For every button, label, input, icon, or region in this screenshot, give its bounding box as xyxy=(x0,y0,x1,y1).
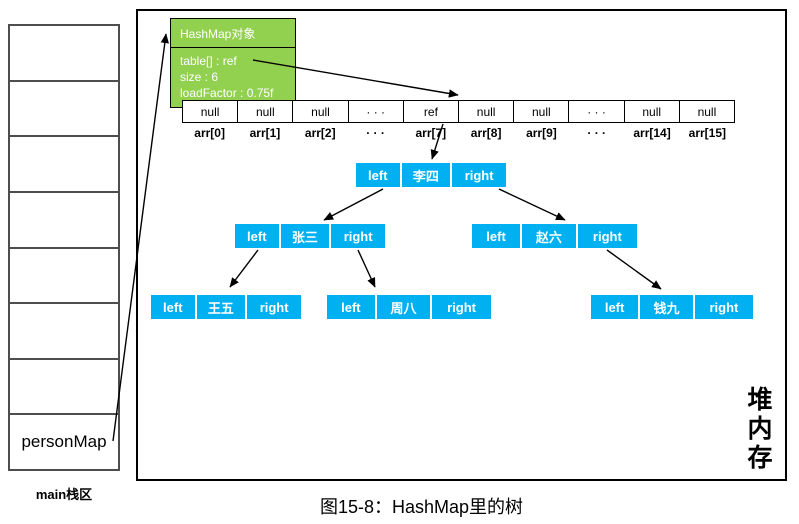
main-stack: personMap xyxy=(8,24,120,471)
node-key: 周八 xyxy=(376,295,431,319)
node-left-pointer: left xyxy=(235,224,279,248)
hashmap-object-title: HashMap对象 xyxy=(171,19,295,48)
node-right-pointer: right xyxy=(331,224,385,248)
node-key: 张三 xyxy=(280,224,330,248)
field-loadfactor: loadFactor : 0.75f xyxy=(180,86,274,100)
array-index-label: arr[2] xyxy=(304,126,336,140)
heap-label: 堆内存 xyxy=(744,386,772,473)
array-cell: null xyxy=(514,101,570,122)
tree-node-wangwu: left 王五 right xyxy=(151,295,301,319)
array-index-label-ellipsis: · · · xyxy=(366,126,385,140)
node-left-pointer: left xyxy=(356,163,400,187)
array-index-label: arr[7] xyxy=(415,126,447,140)
node-key: 李四 xyxy=(401,163,451,187)
array-cell: null xyxy=(625,101,680,122)
hashmap-object-box: HashMap对象 table[] : ref size : 6 loadFac… xyxy=(170,18,296,108)
stack-cell xyxy=(10,82,118,138)
node-right-pointer: right xyxy=(694,295,754,319)
node-left-pointer: left xyxy=(151,295,195,319)
node-key: 钱九 xyxy=(640,295,693,319)
stack-cell xyxy=(10,137,118,193)
array-index-label: arr[14] xyxy=(633,126,671,140)
tree-node-lisi: left 李四 right xyxy=(356,163,506,187)
node-left-pointer: left xyxy=(591,295,639,319)
stack-cell xyxy=(10,360,118,416)
stack-cell xyxy=(10,304,118,360)
stack-cell-personmap: personMap xyxy=(21,432,107,452)
figure-caption: 图15-8：HashMap里的树 xyxy=(319,497,524,517)
array-cell-ref: ref xyxy=(404,101,460,122)
array-index-label-ellipsis: · · · xyxy=(587,126,607,140)
node-key: 赵六 xyxy=(522,224,576,248)
hashmap-object-fields: table[] : ref size : 6 loadFactor : 0.75… xyxy=(171,48,295,107)
tree-node-zhangsan: left 张三 right xyxy=(235,224,385,248)
main-stack-label: main栈区 xyxy=(35,487,93,502)
array-cell-ellipsis: · · · xyxy=(569,101,625,122)
stack-cell xyxy=(10,249,118,305)
bucket-array-labels: arr[0] arr[1] arr[2] · · · arr[7] arr[8]… xyxy=(182,126,735,140)
array-cell: null xyxy=(293,101,349,122)
node-key: 王五 xyxy=(196,295,246,319)
tree-node-zhaoliu: left 赵六 right xyxy=(472,224,637,248)
field-size: size : 6 xyxy=(180,70,219,84)
node-left-pointer: left xyxy=(327,295,375,319)
node-right-pointer: right xyxy=(247,295,301,319)
array-index-label: arr[0] xyxy=(194,126,225,140)
array-cell-ellipsis: · · · xyxy=(349,101,404,122)
bucket-array: null null null · · · ref null null · · ·… xyxy=(182,100,735,140)
node-left-pointer: left xyxy=(472,224,521,248)
stack-cell xyxy=(10,193,118,249)
array-cell: null xyxy=(238,101,294,122)
bucket-array-cells: null null null · · · ref null null · · ·… xyxy=(182,100,735,123)
stack-cell xyxy=(10,26,118,82)
array-index-label: arr[8] xyxy=(470,126,502,140)
array-cell: null xyxy=(697,104,717,119)
node-right-pointer: right xyxy=(432,295,491,319)
tree-node-zhouba: left 周八 right xyxy=(327,295,491,319)
array-index-label: arr[9] xyxy=(526,126,557,140)
array-index-label: arr[15] xyxy=(688,126,726,140)
node-right-pointer: right xyxy=(577,224,637,248)
array-cell: null xyxy=(183,101,239,122)
node-right-pointer: right xyxy=(452,163,506,187)
array-cell: null xyxy=(459,101,515,122)
field-table: table[] : ref xyxy=(180,54,237,68)
tree-node-qianjiu: left 钱九 right xyxy=(591,295,754,319)
array-index-label: arr[1] xyxy=(249,126,281,140)
